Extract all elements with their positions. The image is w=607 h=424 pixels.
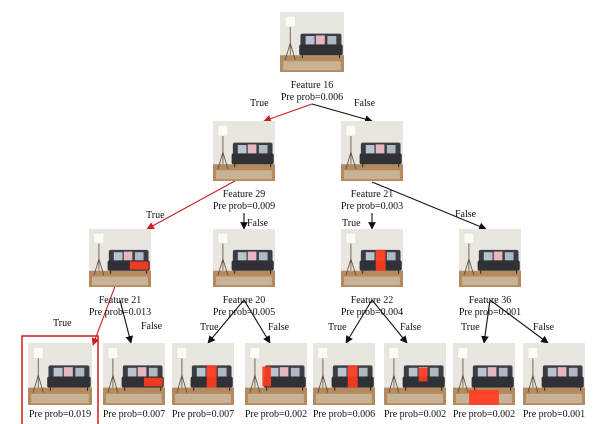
edge-n6-l6 [481, 299, 491, 344]
edge-n4-l3 [243, 299, 271, 344]
edge-label-n4-l3: False [268, 322, 290, 333]
node-thumbnail-n3 [89, 229, 151, 287]
edge-label-n2-n5: True [342, 218, 361, 229]
node-thumbnail-l6 [453, 343, 515, 405]
leaf-prob-label: Pre prob=0.007 [103, 409, 165, 420]
highlight-box [21, 335, 99, 424]
node-feature-label: Feature 21 [351, 189, 394, 200]
edge-n2-n6 [371, 181, 487, 230]
edge-n3-l1 [119, 299, 134, 344]
node-thumbnail-l5 [384, 343, 446, 405]
edge-label-n6-l6: True [461, 322, 480, 333]
node-thumbnail-l0 [28, 343, 92, 405]
node-thumbnail-n0 [280, 12, 344, 72]
node-prob-label: Pre prob=0.001 [459, 307, 521, 318]
edge-label-n1-n4: False [247, 218, 269, 229]
edge-label-n5-l5: False [400, 322, 422, 333]
edge-label-n4-l2: True [200, 322, 219, 333]
node-prob-label: Pre prob=0.005 [213, 307, 275, 318]
edge-n5-l4 [345, 299, 373, 344]
leaf-prob-label: Pre prob=0.002 [384, 409, 446, 420]
node-prob-label: Pre prob=0.013 [89, 307, 151, 318]
node-thumbnail-n4 [213, 229, 275, 287]
node-feature-label: Feature 20 [223, 295, 266, 306]
node-prob-label: Pre prob=0.009 [213, 201, 275, 212]
node-feature-label: Feature 22 [351, 295, 394, 306]
node-thumbnail-n5 [341, 229, 403, 287]
node-thumbnail-l3 [245, 343, 307, 405]
node-feature-label: Feature 29 [223, 189, 266, 200]
edge-n0-n1 [263, 103, 313, 123]
node-thumbnail-l4 [313, 343, 375, 405]
edge-label-n5-l4: True [328, 322, 347, 333]
edge-label-n1-n3: True [146, 210, 165, 221]
node-thumbnail-l7 [523, 343, 585, 405]
node-thumbnail-l2 [172, 343, 234, 405]
edge-label-n3-l0: True [53, 318, 72, 329]
leaf-prob-label: Pre prob=0.019 [29, 409, 91, 420]
node-prob-label: Pre prob=0.004 [341, 307, 403, 318]
edge-n1-n3 [146, 175, 245, 230]
leaf-prob-label: Pre prob=0.007 [172, 409, 234, 420]
edges-layer [91, 103, 549, 346]
node-thumbnail-n2 [341, 121, 403, 181]
edge-label-n0-n2: False [354, 98, 376, 109]
node-thumbnail-n1 [213, 121, 275, 181]
node-feature-label: Feature 21 [99, 295, 142, 306]
leaf-prob-label: Pre prob=0.006 [313, 409, 375, 420]
edge-label-n3-l1: False [141, 321, 163, 332]
edge-n6-l7 [489, 299, 549, 344]
node-thumbnail-l1 [103, 343, 165, 405]
edge-n4-l2 [207, 299, 245, 344]
leaf-prob-label: Pre prob=0.002 [453, 409, 515, 420]
edge-label-n2-n6: False [455, 209, 477, 220]
edge-n0-n2 [311, 103, 373, 123]
node-feature-label: Feature 36 [469, 295, 512, 306]
node-feature-label: Feature 16 [291, 80, 334, 91]
edge-label-n6-l7: False [533, 322, 555, 333]
node-prob-label: Pre prob=0.003 [341, 201, 403, 212]
nodes-layer [21, 12, 585, 424]
leaf-prob-label: Pre prob=0.002 [245, 409, 307, 420]
node-thumbnail-n6 [459, 229, 521, 287]
node-prob-label: Pre prob=0.006 [281, 92, 343, 103]
edge-label-n0-n1: True [250, 98, 269, 109]
leaf-prob-label: Pre prob=0.001 [523, 409, 585, 420]
edge-n5-l5 [371, 299, 408, 344]
